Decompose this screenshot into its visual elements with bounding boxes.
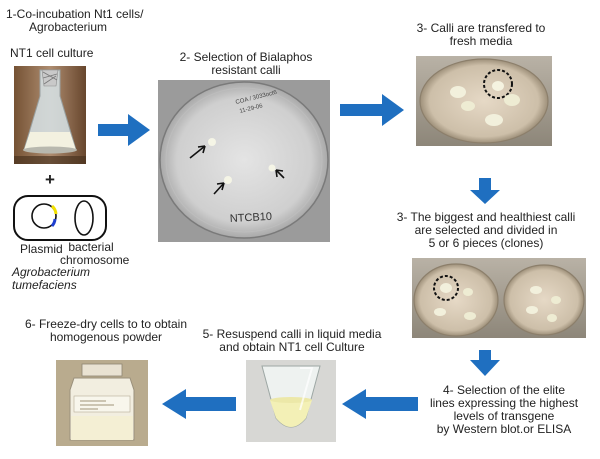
step3a-title: 3- Calli are transfered to fresh media <box>404 22 558 48</box>
clones-dish-photo <box>412 258 586 338</box>
plate-note-2: 11-29-06 <box>239 103 264 115</box>
step5-line2: and obtain NT1 cell Culture <box>219 340 365 354</box>
step3b-line3: 5 or 6 pieces (clones) <box>428 236 544 250</box>
agrobacterium-label: Agrobacterium tumefaciens <box>12 266 90 292</box>
step1-title: 1-Co-incubation Nt1 cells/ Agrobacterium <box>6 7 144 34</box>
chromosome-line2: chromosome <box>60 253 130 267</box>
step1-line1: 1-Co-incubation Nt1 cells/ <box>6 7 144 21</box>
step6-line2: homogenous powder <box>49 330 163 344</box>
plus-sign: + <box>45 170 55 189</box>
step3a-line2: fresh media <box>449 34 513 48</box>
liquid-culture-photo <box>246 360 336 442</box>
step5-title: 5- Resuspend calli in liquid media and o… <box>194 328 390 354</box>
arrow-down-to-step3b <box>470 178 500 204</box>
step3b-line2: are selected and divided in <box>414 223 558 237</box>
arrow-to-step6 <box>162 389 236 419</box>
agrobacterium-diagram <box>13 195 107 241</box>
step2-title: 2- Selection of Bialaphos resistant call… <box>176 51 316 77</box>
step3b-line1: 3- The biggest and healthiest calli <box>396 210 576 224</box>
chromosome-line1: bacterial <box>68 240 114 254</box>
chromosome-ring <box>74 200 94 236</box>
step1-line2: Agrobacterium <box>28 20 108 34</box>
step5-line1: 5- Resuspend calli in liquid media <box>202 327 382 341</box>
step2-line1: 2- Selection of Bialaphos <box>179 50 313 64</box>
agro-line2: tumefaciens <box>12 278 77 292</box>
step3b-title: 3- The biggest and healthiest calli are … <box>384 211 588 250</box>
step4-line3: levels of transgene <box>453 409 555 423</box>
agro-line1: Agrobacterium <box>12 265 91 279</box>
step4-line1: 4- Selection of the elite <box>442 383 566 397</box>
step4-title: 4- Selection of the elite lines expressi… <box>416 384 592 436</box>
step4-line4: by Western blot.or ELISA <box>436 422 572 436</box>
arrow-to-step3 <box>340 94 404 126</box>
plasmid-ring <box>31 203 57 229</box>
culture-label: NT1 cell culture <box>10 46 94 60</box>
calli-dish-photo <box>416 56 552 146</box>
freeze-dried-bottle-photo <box>56 360 148 446</box>
arrow-to-step2 <box>98 114 150 146</box>
arrow-down-to-step4 <box>470 350 500 376</box>
chromosome-label: bacterial chromosome <box>60 240 130 267</box>
plate-label-text: NTCB10 <box>230 211 273 225</box>
flask-photo <box>14 66 86 164</box>
step3a-line1: 3- Calli are transfered to <box>416 21 546 35</box>
arrow-to-step5 <box>342 389 418 419</box>
step6-title: 6- Freeze-dry cells to to obtain homogen… <box>18 318 194 344</box>
selection-plate-photo <box>158 80 330 242</box>
step4-line2: lines expressing the highest <box>429 396 579 410</box>
plasmid-label: Plasmid <box>20 242 63 256</box>
step2-line2: resistant calli <box>211 63 281 77</box>
step6-line1: 6- Freeze-dry cells to to obtain <box>24 317 188 331</box>
